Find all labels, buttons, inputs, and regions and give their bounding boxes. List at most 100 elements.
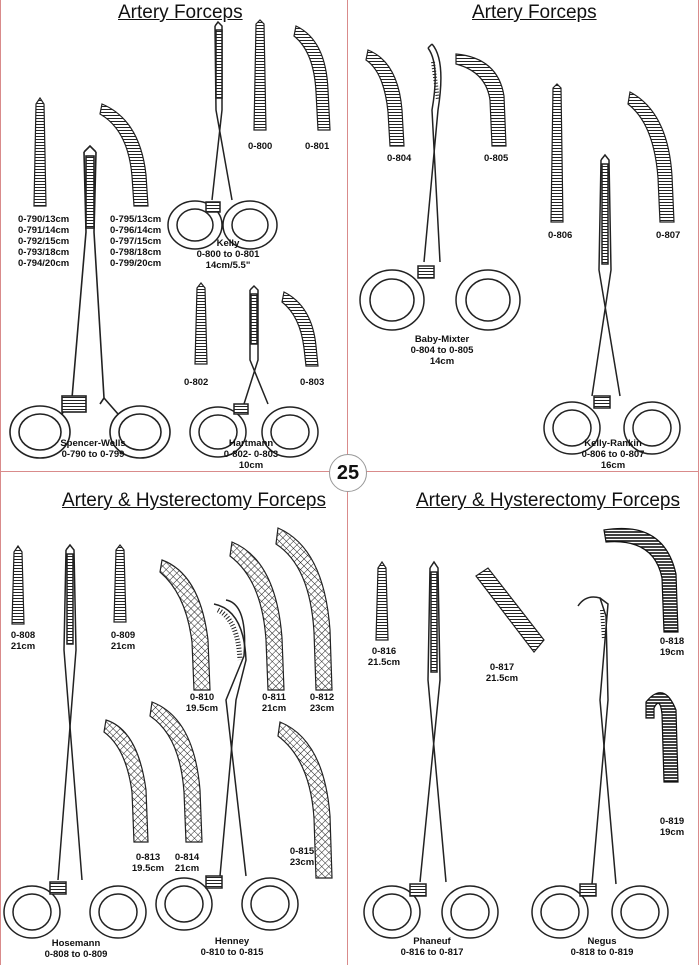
- panel-title-bottom-right: Artery & Hysterectomy Forceps: [416, 490, 680, 511]
- code-0-806-label: 0-806: [548, 230, 573, 241]
- size-0-817: 21.5cm: [485, 673, 519, 684]
- baby-mixter-name: Baby-Mixter: [414, 334, 470, 345]
- kelly-rankin-range: 0-806 to 0-807: [581, 449, 645, 460]
- code-0-817-label: 0-817 21.5cm: [484, 662, 520, 684]
- code-0-794: 0-794/20cm: [18, 258, 70, 269]
- kelly-caption: Kelly 0-800 to 0-801 14cm/5.5": [188, 238, 268, 271]
- straight-jaw-icon: [33, 96, 47, 207]
- jaw-0-809-icon: [113, 544, 127, 623]
- jaw-0-815-icon: [277, 721, 333, 879]
- code-0-819-label: 0-819 19cm: [656, 816, 688, 838]
- code-0-801-label: 0-801: [305, 141, 330, 152]
- kelly-rankin-size: 16cm: [600, 460, 626, 471]
- code-0-793: 0-793/18cm: [18, 247, 70, 258]
- code-0-795: 0-795/13cm: [110, 214, 162, 225]
- code-0-790: 0-790/13cm: [18, 214, 70, 225]
- spencer-wells-name: Spencer-Wells: [60, 438, 126, 449]
- panel-title-bottom-left: Artery & Hysterectomy Forceps: [62, 490, 326, 511]
- code-0-813: 0-813: [135, 852, 161, 863]
- baby-mixter-size: 14cm: [429, 356, 455, 367]
- jaw-0-819-icon: [645, 692, 679, 783]
- jaw-0-810-icon: [159, 559, 211, 691]
- kelly-rankin-name: Kelly-Rankin: [584, 438, 642, 449]
- jaw-0-804-icon: [365, 49, 405, 147]
- hartmann-caption: Hartmann 0-802- 0-803 10cm: [206, 438, 296, 471]
- code-0-815-label: 0-815 23cm: [286, 846, 318, 868]
- code-0-818: 0-818: [659, 636, 685, 647]
- code-0-819: 0-819: [659, 816, 685, 827]
- code-0-812-label: 0-812 23cm: [306, 692, 338, 714]
- jaw-0-811-icon: [229, 541, 285, 691]
- code-0-817: 0-817: [489, 662, 515, 673]
- size-0-813: 19.5cm: [131, 863, 165, 874]
- code-0-810: 0-810: [189, 692, 215, 703]
- phaneuf-caption: Phaneuf 0-816 to 0-817: [394, 936, 470, 958]
- code-0-798: 0-798/18cm: [110, 247, 162, 258]
- hartmann-name: Hartmann: [228, 438, 274, 449]
- code-0-811: 0-811: [262, 692, 286, 703]
- jaw-0-803-icon: [281, 291, 319, 367]
- phaneuf-name: Phaneuf: [413, 936, 451, 947]
- kelly-range: 0-800 to 0-801: [196, 249, 260, 260]
- size-0-812: 23cm: [309, 703, 335, 714]
- size-0-816: 21.5cm: [367, 657, 401, 668]
- jaw-0-801-icon: [293, 25, 331, 131]
- henney-name: Henney: [214, 936, 250, 947]
- code-0-805-label: 0-805: [484, 153, 509, 164]
- code-0-800-label: 0-800: [248, 141, 273, 152]
- code-0-802-label: 0-802: [184, 377, 209, 388]
- hosemann-range: 0-808 to 0-809: [44, 949, 108, 960]
- baby-mixter-forceps-icon: [359, 43, 521, 331]
- size-0-809: 21cm: [110, 641, 136, 652]
- curved-jaw-icon: [99, 103, 149, 207]
- phaneuf-range: 0-816 to 0-817: [400, 947, 464, 958]
- code-0-796: 0-796/14cm: [110, 225, 162, 236]
- jaw-0-805-icon: [455, 53, 507, 147]
- code-0-810-label: 0-810 19.5cm: [184, 692, 220, 714]
- phaneuf-forceps-icon: [363, 560, 499, 939]
- spencer-wells-straight-codes: 0-790/13cm 0-791/14cm 0-792/15cm 0-793/1…: [18, 214, 69, 269]
- code-0-809: 0-809: [110, 630, 136, 641]
- code-0-797: 0-797/15cm: [110, 236, 162, 247]
- spencer-wells-range: 0-790 to 0-799: [61, 449, 125, 460]
- size-0-814: 21cm: [174, 863, 200, 874]
- panel-title-top-left: Artery Forceps: [118, 2, 243, 23]
- jaw-0-800-icon: [253, 19, 267, 131]
- hartmann-range: 0-802- 0-803: [223, 449, 279, 460]
- kelly-rankin-caption: Kelly-Rankin 0-806 to 0-807 16cm: [572, 438, 654, 471]
- code-0-814-label: 0-814 21cm: [172, 852, 202, 874]
- size-0-808: 21cm: [10, 641, 36, 652]
- negus-range: 0-818 to 0-819: [570, 947, 634, 958]
- code-0-813-label: 0-813 19.5cm: [130, 852, 166, 874]
- page-number-badge: 25: [329, 454, 367, 492]
- hosemann-caption: Hosemann 0-808 to 0-809: [38, 938, 114, 960]
- baby-mixter-caption: Baby-Mixter 0-804 to 0-805 14cm: [402, 334, 482, 367]
- size-0-815: 23cm: [289, 857, 315, 868]
- code-0-818-label: 0-818 19cm: [656, 636, 688, 658]
- kelly-size: 14cm/5.5": [205, 260, 251, 271]
- jaw-0-807-icon: [627, 91, 675, 223]
- code-0-811-label: 0-811 21cm: [258, 692, 290, 714]
- jaw-0-802-icon: [194, 282, 208, 365]
- border-left: [0, 0, 1, 965]
- size-0-818: 19cm: [659, 647, 685, 658]
- hartmann-size: 10cm: [238, 460, 264, 471]
- hosemann-name: Hosemann: [51, 938, 101, 949]
- code-0-814: 0-814: [174, 852, 200, 863]
- spencer-wells-caption: Spencer-Wells 0-790 to 0-799: [48, 438, 138, 460]
- negus-name: Negus: [587, 936, 617, 947]
- henney-range: 0-810 to 0-815: [200, 947, 264, 958]
- jaw-0-812-icon: [275, 527, 333, 691]
- code-0-791: 0-791/14cm: [18, 225, 70, 236]
- hosemann-forceps-icon: [3, 543, 147, 939]
- spencer-wells-curved-codes: 0-795/13cm 0-796/14cm 0-797/15cm 0-798/1…: [110, 214, 161, 269]
- jaw-0-813-icon: [103, 719, 149, 843]
- code-0-809-label: 0-809 21cm: [108, 630, 138, 652]
- code-0-816: 0-816: [371, 646, 397, 657]
- code-0-799: 0-799/20cm: [110, 258, 162, 269]
- kelly-name: Kelly: [216, 238, 240, 249]
- code-0-792: 0-792/15cm: [18, 236, 70, 247]
- jaw-0-808-icon: [11, 544, 25, 625]
